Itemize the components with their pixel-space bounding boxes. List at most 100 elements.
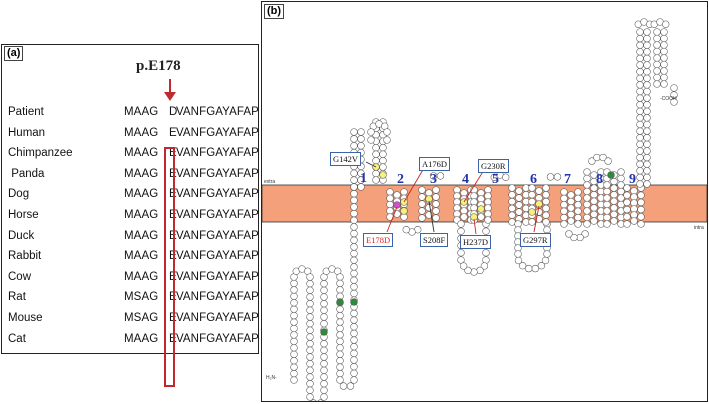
species-name: Chimpanzee [8,147,73,160]
residue [574,207,582,215]
residue [537,262,546,270]
residue [653,80,661,88]
residue [553,173,562,181]
residue [630,217,638,225]
residue [623,198,631,207]
residue [320,280,328,288]
residue [583,220,591,228]
residue [603,200,611,209]
residue [518,262,527,270]
tm-number-label: 3 [430,172,437,187]
sequence-suffix: VANFGAYAFAP [176,332,259,345]
residue [565,230,573,238]
residue [583,174,591,183]
residue [306,300,314,308]
residue [290,350,298,358]
residue [350,169,358,177]
residue [336,324,344,333]
residue [290,311,298,320]
callout-line [403,167,425,203]
c-terminus-label: -COOH [660,96,677,102]
mutated-residue: E [169,147,177,160]
residue [336,344,344,352]
residue [290,331,298,339]
residue [350,223,358,231]
residue [636,34,644,43]
residue [643,48,651,56]
residue [636,134,644,142]
residue [636,153,644,162]
sequence-suffix: VANFGAYAFAP [176,250,259,263]
mutation-arrow-icon [164,79,176,101]
residue [515,187,523,195]
residue [660,60,668,69]
residue [350,196,358,204]
tm-number-label: 2 [397,172,404,187]
residue [514,250,522,258]
residue [320,300,328,308]
residue [357,135,365,143]
residue [290,318,298,326]
residue [643,140,651,148]
residue [583,168,591,176]
residue [386,194,394,202]
residue [542,184,550,192]
residue [643,41,651,49]
residue [643,61,651,69]
residue [320,320,328,328]
residue [350,249,358,258]
residue [290,344,298,352]
residue [643,28,651,36]
residue [290,363,298,371]
residue [290,337,298,346]
sequence-prefix: MAAG [124,208,159,221]
residue [637,198,645,207]
residue [583,181,591,189]
residue [660,41,668,49]
residue [350,236,358,244]
residue [610,204,618,212]
sequence-prefix: MAAG [124,126,159,139]
mutation-callout-lines [365,161,540,235]
residue [393,201,401,209]
residue [603,187,611,196]
residue [357,142,365,150]
residue [418,186,426,194]
sequence-suffix: VANFGAYAFAP [176,188,259,201]
residue [290,305,298,313]
residue [477,213,485,221]
residue [603,207,611,215]
residue [432,207,440,215]
callout-line [463,169,485,203]
mutated-residue: E [169,250,177,263]
residue [320,366,328,374]
sequence-prefix: MAAG [124,229,159,242]
residue [290,279,298,288]
residue [542,211,550,219]
residue [383,128,391,136]
residue [350,229,358,238]
residue [436,172,445,180]
residue [350,183,358,191]
sequence-suffix: VANFGAYAFAP [176,311,259,324]
residue [306,306,314,314]
residue [574,201,582,209]
residue [643,68,651,76]
residue [653,60,661,69]
residue [636,68,644,76]
residue [636,87,644,96]
mutation-box-g230r: G230R [478,159,509,173]
residue [336,318,344,326]
residue [528,191,536,199]
callout-line [365,161,377,168]
residue [583,213,591,222]
